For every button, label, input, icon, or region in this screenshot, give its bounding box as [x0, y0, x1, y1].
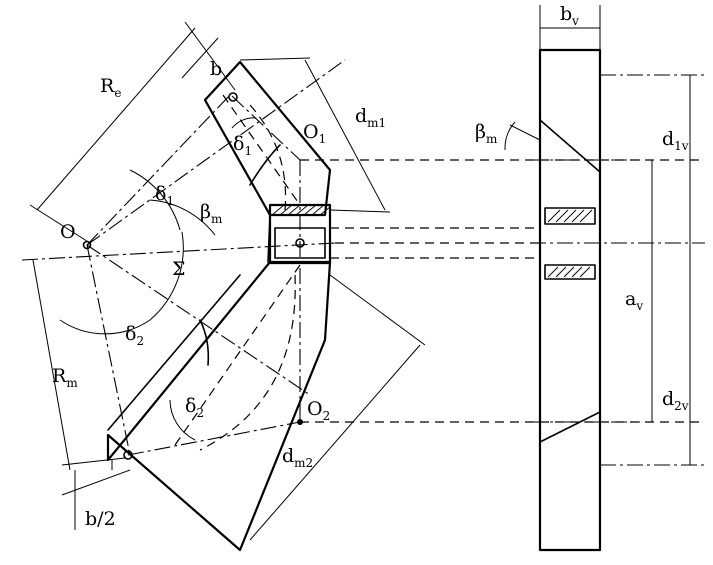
o1-radius-line — [231, 95, 301, 161]
pinion-outline — [203, 60, 332, 217]
label-d1v: d1v — [662, 128, 689, 153]
pinion-body — [203, 60, 332, 263]
label-delta1-left: δ1 — [155, 183, 174, 208]
pinion-vertex-point — [228, 92, 238, 102]
label-bv: bv — [560, 3, 579, 28]
label-beta-m-left: βm — [200, 201, 223, 226]
gear-outline — [106, 260, 332, 552]
label-delta2-left: δ2 — [125, 323, 144, 348]
gear-tooth-curve — [199, 319, 210, 366]
dm1-dimension — [304, 59, 386, 211]
sigma-arc — [149, 231, 184, 321]
upper-hatch-block — [544, 207, 596, 225]
label-b: b — [210, 58, 222, 80]
helix-line-lower — [539, 411, 601, 443]
label-dm2: dm2 — [282, 445, 313, 470]
pinion-tooth-curve — [249, 144, 281, 186]
lower-hatch-block — [544, 264, 596, 280]
label-rm: Rm — [52, 365, 78, 390]
label-b-half: b/2 — [85, 508, 116, 530]
hub-block — [268, 203, 332, 265]
pinion-cone-line — [86, 94, 231, 246]
bore-rect — [274, 227, 326, 259]
gear-bottom-edge — [107, 434, 241, 551]
rm-dimension — [32, 259, 71, 471]
label-o1: O1 — [303, 121, 326, 146]
label-delta2-lower: δ2 — [185, 395, 204, 420]
horizontal-axis-line — [21, 242, 336, 261]
beta-m-arc-left — [149, 199, 216, 236]
label-sigma: Σ — [172, 258, 185, 280]
equivalent-spur-gear — [504, 5, 691, 552]
delta2-arc — [59, 319, 151, 335]
hub-center-point — [295, 238, 305, 248]
gear-outer-edge — [107, 274, 241, 431]
label-dm1: dm1 — [355, 105, 386, 130]
delta2-small-arc — [169, 399, 196, 441]
pinion-axis-line — [86, 59, 346, 246]
dm2-dimension — [249, 344, 421, 541]
label-delta1-upper: δ1 — [233, 133, 252, 158]
projection-lines — [300, 159, 705, 423]
label-av: av — [625, 288, 643, 313]
gear-hidden-arc — [199, 274, 296, 451]
beta-m-arc-right — [504, 121, 516, 151]
gear-body — [106, 260, 332, 552]
label-o2: O2 — [307, 398, 330, 423]
gear-cone-line — [86, 244, 131, 456]
center-lines — [21, 59, 705, 466]
point-o2 — [297, 419, 303, 425]
gear-hidden-edge — [174, 264, 301, 446]
gear-vertex-point — [123, 450, 133, 460]
delta1-small-arc — [231, 117, 257, 129]
re-dimension — [36, 27, 196, 211]
beta-m-right-leader — [509, 124, 541, 141]
helix-line-upper — [539, 119, 601, 173]
spur-gear-outline — [538, 48, 602, 552]
dimension-lines — [29, 21, 426, 541]
pinion-hidden-arc — [249, 104, 287, 211]
label-d2v: d2v — [662, 388, 689, 413]
angle-arcs — [59, 117, 257, 441]
pinion-hidden-edge — [222, 94, 301, 206]
label-re: Re — [100, 75, 121, 100]
b-dimension — [181, 37, 219, 79]
delta1-arc — [129, 169, 181, 231]
label-beta-m-right: βm — [475, 121, 498, 146]
gear-axis-line — [86, 244, 311, 396]
label-o: O — [60, 221, 76, 243]
labels: Re b O δ1 δ1 βm Σ δ2 Rm δ2 b/2 O1 O2 dm1… — [52, 3, 689, 530]
o2-radius-line — [127, 421, 301, 456]
